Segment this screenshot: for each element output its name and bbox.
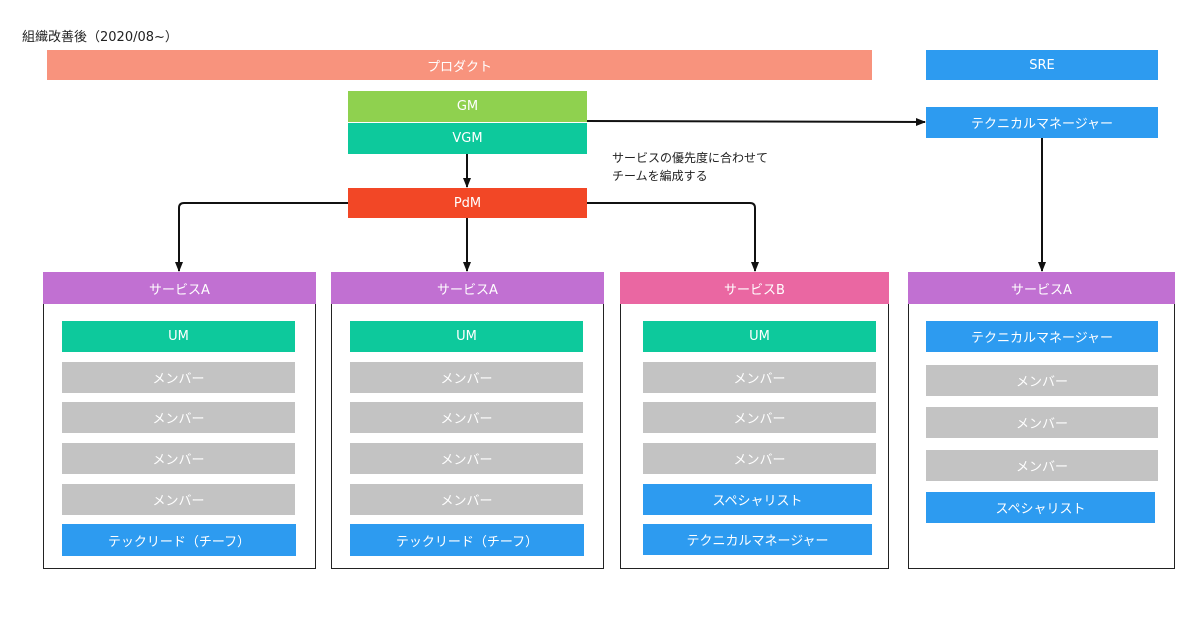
member-box: メンバー bbox=[643, 443, 876, 474]
um-box: UM bbox=[350, 321, 583, 352]
vgm-box: VGM bbox=[348, 123, 587, 154]
member-box: メンバー bbox=[926, 407, 1158, 438]
um-box: UM bbox=[62, 321, 295, 352]
member-box: メンバー bbox=[926, 450, 1158, 481]
gm-box: GM bbox=[348, 91, 587, 122]
service-column-4: サービスA テクニカルマネージャー メンバー メンバー メンバー スペシャリスト bbox=[908, 272, 1175, 569]
tech-lead-box: テックリード（チーフ） bbox=[62, 524, 296, 556]
vgm-label: VGM bbox=[452, 131, 483, 146]
member-box: メンバー bbox=[350, 443, 583, 474]
sre-bar: SRE bbox=[926, 50, 1158, 80]
arrow-pdm-to-service1 bbox=[175, 202, 348, 272]
arrow-vgm-to-tech-manager bbox=[586, 117, 926, 126]
team-note-line1: サービスの優先度に合わせて bbox=[612, 151, 769, 165]
member-box: メンバー bbox=[350, 484, 583, 515]
member-box: メンバー bbox=[62, 362, 295, 393]
tech-manager-box: テクニカルマネージャー bbox=[926, 321, 1158, 352]
pdm-box: PdM bbox=[348, 188, 587, 218]
service-header: サービスB bbox=[620, 272, 889, 304]
service-header: サービスA bbox=[331, 272, 604, 304]
member-box: メンバー bbox=[62, 402, 295, 433]
member-box: メンバー bbox=[62, 443, 295, 474]
team-note-line2: チームを編成する bbox=[612, 169, 708, 183]
product-bar: プロダクト bbox=[47, 50, 872, 80]
team-note: サービスの優先度に合わせて チームを編成する bbox=[612, 149, 768, 185]
member-box: メンバー bbox=[643, 362, 876, 393]
service-column-1: サービスA UM メンバー メンバー メンバー メンバー テックリード（チーフ） bbox=[43, 272, 316, 569]
member-box: メンバー bbox=[62, 484, 295, 515]
pdm-label: PdM bbox=[453, 195, 482, 211]
sre-tech-manager-label: テクニカルマネージャー bbox=[970, 117, 1114, 132]
specialist-box: スペシャリスト bbox=[643, 484, 872, 515]
member-box: メンバー bbox=[350, 402, 583, 433]
member-box: メンバー bbox=[350, 362, 583, 393]
member-box: メンバー bbox=[643, 402, 876, 433]
service-header: サービスA bbox=[43, 272, 316, 304]
diagram-title: 組織改善後（2020/08~） bbox=[22, 30, 178, 45]
service-column-2: サービスA UM メンバー メンバー メンバー メンバー テックリード（チーフ） bbox=[331, 272, 604, 569]
tech-manager-box: テクニカルマネージャー bbox=[643, 524, 872, 555]
arrow-pdm-to-service3 bbox=[587, 202, 759, 272]
service-column-3: サービスB UM メンバー メンバー メンバー スペシャリスト テクニカルマネー… bbox=[620, 272, 889, 569]
specialist-box: スペシャリスト bbox=[926, 492, 1155, 523]
product-label: プロダクト bbox=[426, 59, 492, 75]
um-box: UM bbox=[643, 321, 876, 352]
tech-lead-box: テックリード（チーフ） bbox=[350, 524, 584, 556]
service-header: サービスA bbox=[908, 272, 1175, 304]
gm-label: GM bbox=[456, 99, 479, 114]
member-box: メンバー bbox=[926, 365, 1158, 396]
sre-tech-manager-box: テクニカルマネージャー bbox=[926, 107, 1158, 138]
sre-label: SRE bbox=[1029, 57, 1055, 73]
